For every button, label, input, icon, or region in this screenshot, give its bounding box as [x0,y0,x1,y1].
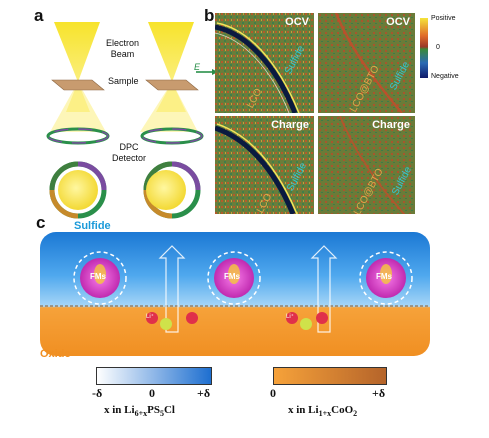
sulfide-scale-title: x in Li6+xPS5Cl [104,404,175,419]
panel-b-letter: b [204,6,215,25]
dpc-detector-label: DPC Detector [112,142,147,163]
electron-beam-label: Electron Beam [106,38,140,59]
colorbar-zero-label: 0 [436,44,440,51]
colorbar-negative-label: Negative [431,73,459,80]
right-beam-cone [148,22,194,82]
sample-label: Sample [108,76,139,86]
map-title: OCV [285,16,309,28]
map-title: Charge [271,119,309,131]
scale-tick: -δ [92,386,103,400]
scale-tick: 0 [149,386,155,400]
oxide-scale-title: x in Li1+xCoO2 [288,404,358,419]
li-flux-arrow-1 [158,245,186,333]
dpc-map-charge-lco-bto: Charge Sulfide LCO@BTO [318,116,415,214]
li-ion-label: Li⁺ [286,314,294,320]
colorbar [420,18,428,78]
map-title: Charge [372,119,410,131]
fm-sphere-1 [73,251,127,305]
sulfide-scale-bar [96,367,212,385]
colorbar-positive-label: Positive [431,15,456,22]
interface-diagram: FMs FMs FMs Li⁺ Li⁺ [40,232,430,356]
dpc-map-ocv-lco: OCV Sulfide LCO [215,13,314,113]
sulfide-layer-label: Sulfide [74,220,111,232]
li-flux-arrow-2 [310,245,338,333]
e-field-label: E [194,62,201,72]
fm-label: FMs [376,272,392,281]
scale-tick: +δ [197,386,211,400]
oxide-scale-bar [273,367,387,385]
fm-sphere-3 [359,251,413,305]
panel-a-letter: a [34,6,44,25]
scale-tick: +δ [372,386,386,400]
left-sample [51,79,105,91]
panel-c-letter: c [36,213,46,232]
left-beam-cone [54,22,100,82]
right-detector-disk [143,161,201,219]
dpc-map-charge-lco: Charge Sulfide LCO [215,116,314,214]
li-ion-label: Li⁺ [146,314,154,320]
scale-tick: 0 [270,386,276,400]
map-title: OCV [386,16,410,28]
dpc-map-ocv-lco-bto: OCV Sulfide LCO@BTO [318,13,415,113]
left-detector-disk [49,161,107,219]
fm-sphere-2 [207,251,261,305]
oxide-layer-label: Oxide [40,348,71,360]
fm-label: FMs [90,272,106,281]
fm-label: FMs [224,272,240,281]
right-sample [145,79,199,91]
dpc-schematic [46,22,218,219]
